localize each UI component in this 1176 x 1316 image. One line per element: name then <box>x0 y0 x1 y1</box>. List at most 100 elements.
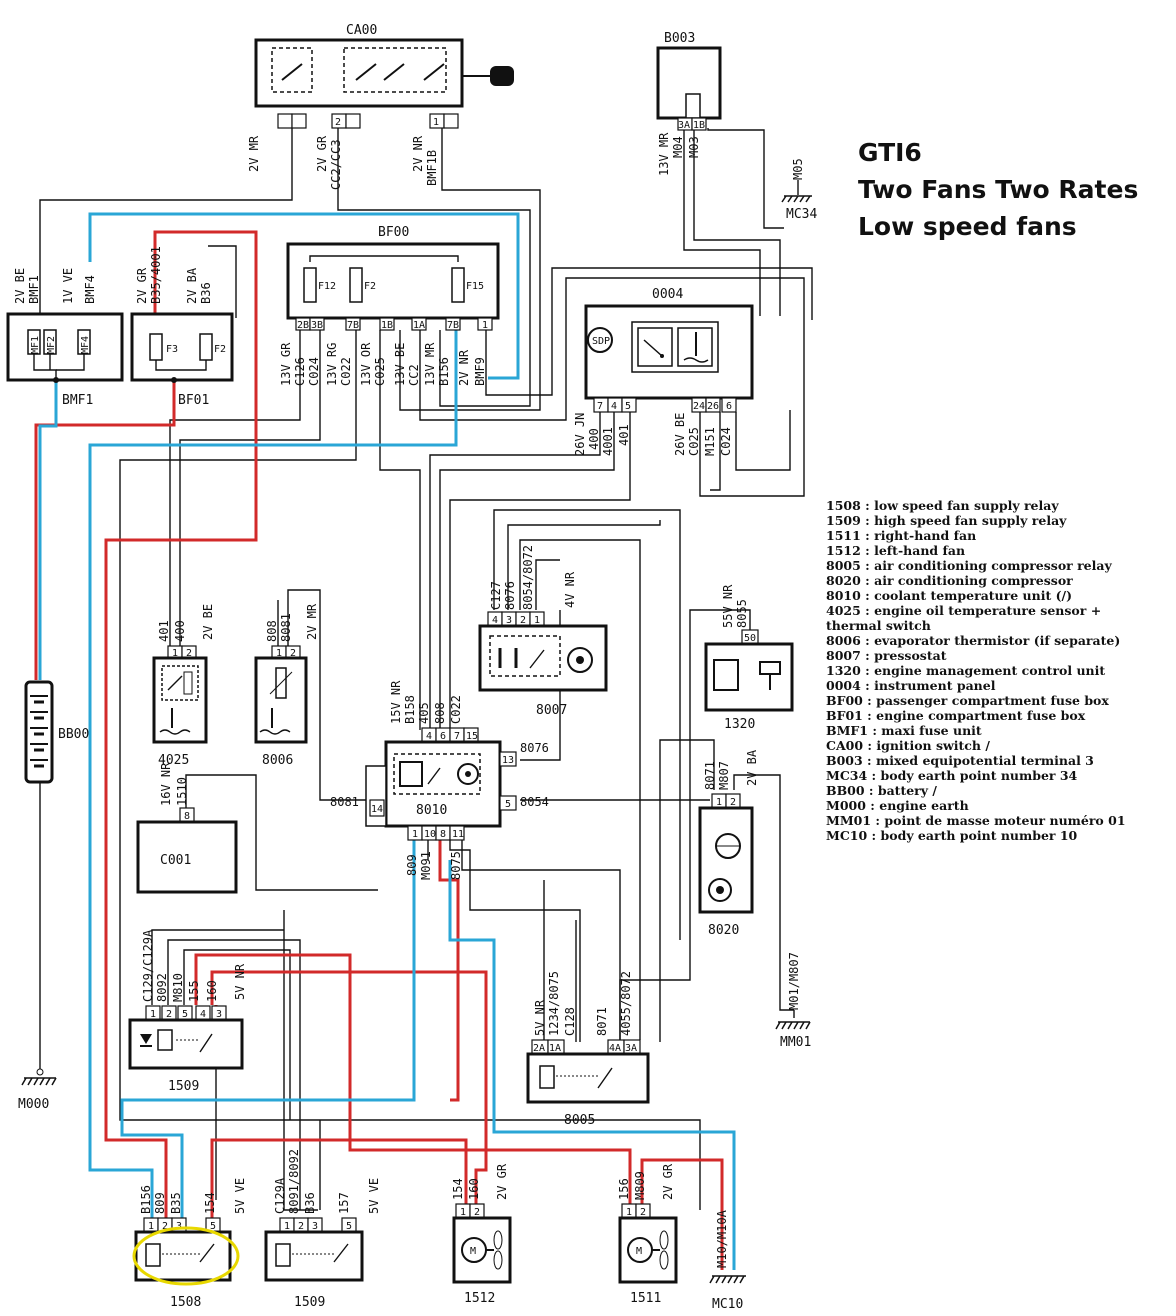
wire-label: 2V NR <box>457 349 471 386</box>
legend-item: 1511 : right-hand fan <box>826 528 977 543</box>
ca00-name: CA00 <box>346 23 377 38</box>
ground-m000-label: M000 <box>18 1097 49 1112</box>
fan-pin: 1 <box>460 1207 466 1218</box>
fan-pin: 2 <box>474 1207 480 1218</box>
blue-wires <box>38 212 736 1270</box>
wire-label: M810 <box>171 973 185 1002</box>
bf00-fuse-label: F12 <box>318 281 336 292</box>
wire-label: 4V NR <box>563 571 577 608</box>
wire-label: BMF1 <box>27 275 41 304</box>
wire-label: 2V GR <box>315 135 329 172</box>
fan-icon <box>567 647 593 673</box>
battery-name: BB00 <box>58 727 89 742</box>
legend-item: BB00 : battery / <box>826 783 937 798</box>
unit-pin: 7 <box>454 731 460 742</box>
b003-terminal: 3A 1B B003 <box>656 31 722 131</box>
bf00-name: BF00 <box>378 225 409 240</box>
wire-label: C022 <box>339 357 353 386</box>
wire-label: 5V VE <box>233 1178 247 1214</box>
wire-label: 8071 <box>595 1007 609 1036</box>
unit-pin: 1 <box>412 829 418 840</box>
panel-pin: 4 <box>611 401 617 412</box>
wire-label: 16V NR <box>159 762 173 806</box>
relay-pin: 5 <box>346 1221 352 1232</box>
compressor-pin: 2 <box>730 797 736 808</box>
ecu-name: 1320 <box>724 717 755 732</box>
relay-coil-icon <box>275 1243 291 1267</box>
panel-pin: 24 <box>693 401 705 412</box>
wire-label: 808 <box>433 702 447 724</box>
wire-label: 2V MR <box>247 135 261 172</box>
motor-icon: M <box>461 1237 487 1263</box>
wire-label: 26V JN <box>573 413 587 456</box>
relay-switch-icon <box>162 1243 215 1263</box>
relay-coil-icon <box>145 1243 161 1267</box>
wire-label: 2V BA <box>745 749 759 786</box>
thermal-switch-icon <box>167 671 193 695</box>
clutch-icon <box>715 833 741 859</box>
relay-switch-icon <box>176 1033 213 1053</box>
bf00-pin: 1A <box>413 320 425 331</box>
evaporator-thermistor-8006: 1 2 8006 <box>254 645 308 768</box>
motor-label: M <box>636 1246 642 1257</box>
legend-item: 1509 : high speed fan supply relay <box>826 513 1067 528</box>
legend-item: CA00 : ignition switch / <box>826 738 990 753</box>
wire-label: 4001 <box>601 427 615 456</box>
wire-label: 2V BE <box>201 604 215 640</box>
wire-label: 26V BE <box>673 413 687 456</box>
relay-pin: 3 <box>216 1009 222 1020</box>
relay-pin: 2 <box>298 1221 304 1232</box>
wire-label: M03 <box>687 136 701 158</box>
unit-pin: 14 <box>371 804 383 815</box>
unit-pin: 8 <box>440 829 446 840</box>
motor-icon: M <box>627 1237 653 1263</box>
relay-switch-icon <box>556 1067 613 1089</box>
wire-label: 2V MR <box>305 603 319 640</box>
wire-label: 8091/8092 <box>287 1149 301 1214</box>
wire-label: 156 <box>617 1178 631 1200</box>
title-line: Low speed fans <box>858 212 1077 241</box>
wire-label: C126 <box>293 357 307 386</box>
bf00-pin: 1 <box>482 320 488 331</box>
sensor-pin: 2 <box>290 648 296 659</box>
relay-switch-icon <box>498 648 545 669</box>
wire-label: 2V GR <box>661 1163 675 1200</box>
relay-pin: 5 <box>182 1009 188 1020</box>
wire-label: CC2/CC3 <box>329 139 343 190</box>
wire-label: 160 <box>205 980 219 1002</box>
panel-pin: 6 <box>726 401 732 412</box>
relay-pin: 1 <box>150 1009 156 1020</box>
relay-switch-icon <box>427 767 441 785</box>
legend-item: MC34 : body earth point number 34 <box>826 768 1078 783</box>
wire-label: C129/C129A <box>141 929 155 1002</box>
wire-label: 13V OR <box>359 342 373 386</box>
wire-label: M151 <box>703 427 717 456</box>
sdp-gauge-label: SDP <box>592 336 610 347</box>
bf00-pin: 7B <box>347 320 359 331</box>
c001-pin: 8 <box>184 811 190 822</box>
wire-label: 2V GR <box>135 267 149 304</box>
wire-label: 8076 <box>520 741 549 755</box>
wire-label: 13V MR <box>423 342 437 386</box>
c001-name: C001 <box>160 853 191 868</box>
bmf1-fuse-label: MF2 <box>46 336 57 354</box>
wire-label: C127 <box>489 581 503 610</box>
pressostat-pin: 4 <box>492 615 498 626</box>
fan-pin: 2 <box>640 1207 646 1218</box>
panel-pin: 5 <box>625 401 631 412</box>
panel-name: 0004 <box>652 287 683 302</box>
wire-label: 5V VE <box>367 1178 381 1214</box>
legend-item: MC10 : body earth point number 10 <box>826 828 1078 843</box>
coolant-temperature-icon <box>159 708 191 735</box>
coolant-temperature-icon <box>683 332 709 363</box>
relay-name: 1509 <box>168 1079 199 1094</box>
component-legend: 1508 : low speed fan supply relay 1509 :… <box>826 498 1156 843</box>
wire-label: 8071 <box>703 761 717 790</box>
bf00-pin: 1B <box>381 320 393 331</box>
wire-label: M04 <box>671 136 685 158</box>
sensor-pin: 1 <box>172 648 178 659</box>
highlight-circle <box>132 1226 240 1286</box>
ground-mc34-label: MC34 <box>786 207 817 222</box>
chip-icon <box>399 761 423 787</box>
ca00-pin-1: 1 <box>433 117 439 128</box>
